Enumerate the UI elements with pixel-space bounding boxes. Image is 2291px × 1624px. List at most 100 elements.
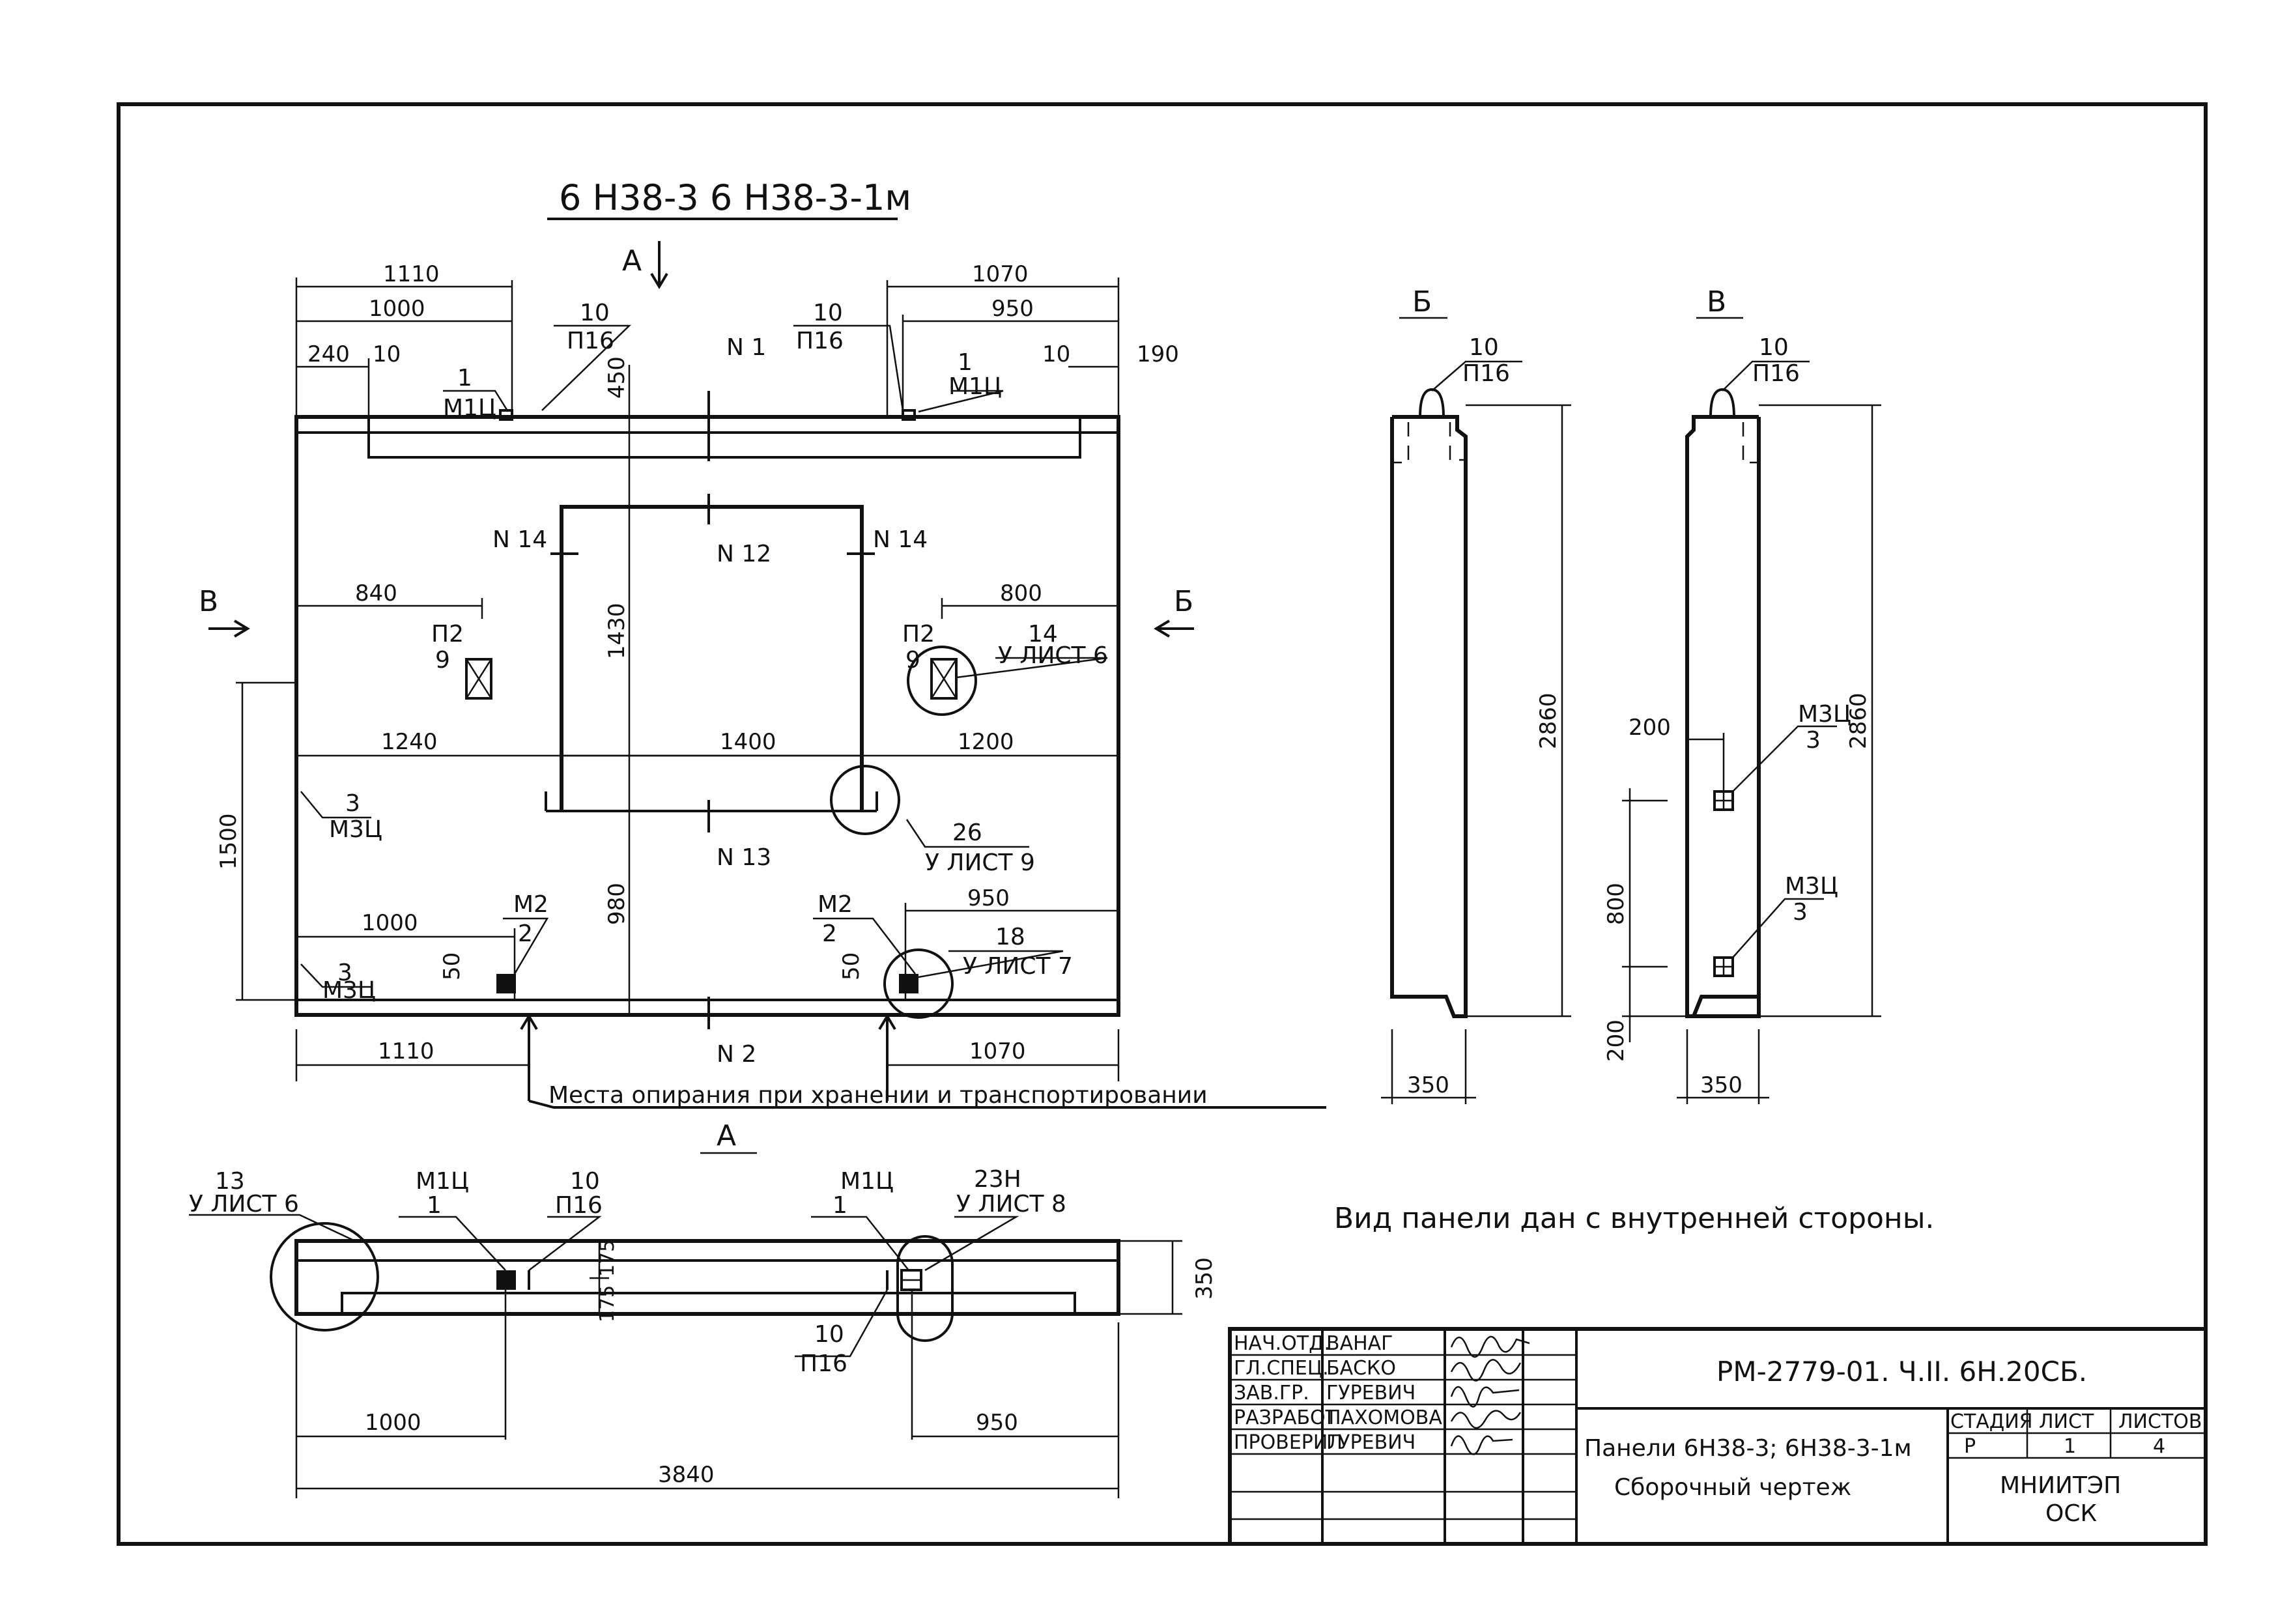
dim-1070-top: 1070 <box>972 261 1029 287</box>
stamp-name-2: ГУРЕВИЧ <box>1326 1382 1416 1404</box>
plan-10-a-den: П16 <box>555 1192 603 1219</box>
plan-23n-den: У ЛИСТ 8 <box>956 1191 1066 1218</box>
dim-980: 980 <box>604 883 630 925</box>
stamp-frame <box>1228 1327 2208 1546</box>
plan-10-b-den: П16 <box>800 1350 847 1377</box>
section-b-10-num: 10 <box>1469 334 1499 361</box>
view-mark-b-right: Б <box>1174 585 1193 618</box>
sheet-frame <box>117 102 2208 1546</box>
label-10-p16-b-den: П16 <box>796 328 844 354</box>
stamp-col-stage: СТАДИЯ <box>1950 1410 2033 1433</box>
stamp-name-3: ПАХОМОВА <box>1326 1406 1442 1429</box>
plan-m14-a-num: М1Ц <box>416 1168 469 1195</box>
label-m2-a-den: 2 <box>518 920 533 947</box>
section-b-dash <box>1394 422 1410 464</box>
plan-embed-left <box>496 1270 516 1290</box>
stamp-sheets: 4 <box>2153 1435 2165 1458</box>
section-v-leader-b <box>1732 898 1824 958</box>
dim-1110-top: 1110 <box>383 261 440 287</box>
stamp-role-2: ЗАВ.ГР. <box>1234 1382 1309 1404</box>
dim-1430: 1430 <box>604 603 630 659</box>
dim-1070-bot: 1070 <box>969 1038 1026 1064</box>
section-v-dim-200-bot: 200 <box>1603 1019 1629 1062</box>
view-mark-b-left: В <box>199 585 218 618</box>
dim-1110-bot: 1110 <box>378 1038 434 1064</box>
dim-1500: 1500 <box>216 813 242 870</box>
stamp-signatures <box>1450 1335 1530 1455</box>
plan-detail-circle-13 <box>270 1222 379 1332</box>
title-block: НАЧ.ОТД. ГЛ.СПЕЦ. ЗАВ.ГР. РАЗРАБОТ ПРОВЕ… <box>1228 1327 2208 1546</box>
stamp-stage: Р <box>1964 1435 1976 1458</box>
label-p2-a-den: 9 <box>435 647 450 674</box>
plan-10-a-num: 10 <box>570 1168 600 1195</box>
plan-leader-13 <box>189 1214 356 1242</box>
stamp-role-3: РАЗРАБОТ <box>1234 1406 1338 1429</box>
section-b-10-den: П16 <box>1462 360 1510 387</box>
stamp-code: РМ-2779-01. Ч.II. 6Н.20СБ. <box>1716 1356 2087 1388</box>
dim-1000-top: 1000 <box>369 296 425 322</box>
embed-m2-right <box>899 974 918 993</box>
label-m2-a-num: М2 <box>513 891 548 918</box>
plan-leader-m14b <box>811 1216 909 1271</box>
label-3-m34-b-den: М3Ц <box>322 977 376 1004</box>
section-v-dim-350: 350 <box>1700 1072 1743 1098</box>
leader-lines <box>300 324 1108 988</box>
stamp-product-line1: Панели 6Н38-3; 6Н38-3-1м <box>1584 1435 1912 1462</box>
label-1-m14-b-num: 1 <box>958 349 973 376</box>
dim-1200: 1200 <box>958 729 1014 755</box>
label-n14-b: N 14 <box>873 526 928 553</box>
section-v-m34-a-num: М3Ц <box>1798 701 1851 728</box>
plan-m14-b-den: 1 <box>832 1192 847 1219</box>
section-v-leader-a <box>1732 725 1837 792</box>
section-v: В 10 П16 2860 350 200 800 200 М3Ц <box>1603 285 1881 1104</box>
plan-dim-175b: 175 <box>596 1285 619 1322</box>
section-v-leader <box>1722 360 1810 392</box>
plan-dim-175a: 175 <box>596 1240 619 1277</box>
section-b-loop <box>1419 388 1445 418</box>
label-26-num: 26 <box>952 819 982 846</box>
section-v-dim-800: 800 <box>1603 883 1629 925</box>
section-v-m34-b-num: М3Ц <box>1785 873 1838 900</box>
plan-detail-oval-23n <box>896 1235 954 1342</box>
dim-50-a: 50 <box>439 952 465 980</box>
plan-dim-3840-text: 3840 <box>658 1462 715 1488</box>
detail-circle-14 <box>907 646 977 716</box>
stamp-sheet: 1 <box>2064 1435 2076 1458</box>
plan-outline <box>294 1239 1120 1316</box>
embed-p2-left <box>465 658 492 700</box>
label-3-m34-b-num: 3 <box>337 960 352 986</box>
stamp-role-4: ПРОВЕРИЛ <box>1234 1431 1343 1454</box>
section-b-dim-2860: 2860 <box>1535 692 1561 749</box>
dim-1240: 1240 <box>381 729 438 755</box>
dim-190: 190 <box>1137 341 1179 367</box>
plan-leader-23n <box>924 1216 1019 1272</box>
label-n13: N 13 <box>717 844 771 871</box>
label-p2-b-den: 9 <box>905 647 920 674</box>
section-v-10-den: П16 <box>1752 360 1800 387</box>
label-p2-a-num: П2 <box>431 621 464 648</box>
dim-10-b: 10 <box>1042 341 1070 367</box>
section-v-10-num: 10 <box>1759 334 1789 361</box>
plan-leader-10b <box>795 1289 889 1358</box>
plan-leader-m14a <box>399 1216 506 1271</box>
embed-p2-right <box>930 658 958 700</box>
plan-m14-b-num: М1Ц <box>840 1168 894 1195</box>
section-v-m34-a-den: 3 <box>1806 727 1821 754</box>
plan-m14-a-den: 1 <box>427 1192 442 1219</box>
label-m2-b-num: М2 <box>818 891 853 918</box>
plan-view-a: А 13 У ЛИСТ 6 М1Ц 1 10 П16 <box>189 1119 1217 1498</box>
support-note: Места опирания при хранении и транспорти… <box>548 1082 1208 1109</box>
stamp-role-1: ГЛ.СПЕЦ. <box>1234 1357 1329 1380</box>
section-v-dash <box>1742 422 1759 464</box>
label-1-m14-a-den: М1Ц <box>443 395 496 421</box>
section-v-dim-2860: 2860 <box>1845 692 1871 749</box>
label-3-m34-a-num: 3 <box>345 790 360 817</box>
view-note: Вид панели дан с внутренней стороны. <box>1334 1202 1934 1235</box>
label-10-p16-b-num: 10 <box>813 300 843 326</box>
dim-840: 840 <box>355 580 397 606</box>
stamp-org-line1: МНИИТЭП <box>2000 1472 2121 1499</box>
label-10-p16-a-den: П16 <box>567 328 614 354</box>
label-18-num: 18 <box>995 924 1025 950</box>
embed-m2-left <box>496 974 516 993</box>
